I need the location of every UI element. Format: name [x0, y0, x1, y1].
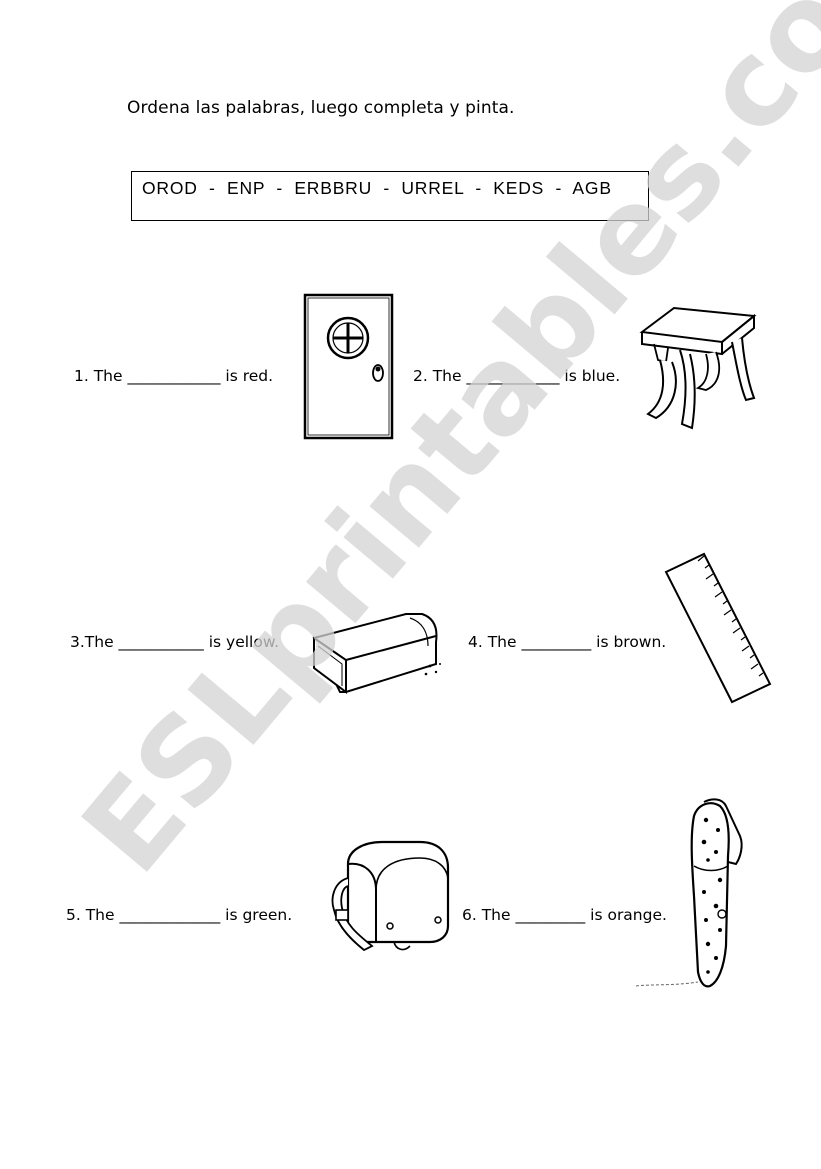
sentence-1: 1. The ____________ is red.	[74, 367, 274, 385]
desk-icon	[639, 306, 757, 430]
sentence-5: 5. The _____________ is green.	[66, 906, 293, 924]
sentence-6: 6. The _________ is orange.	[462, 906, 667, 924]
scrambled-words-box: OROD - ENP - ERBBRU - URREL - KEDS - AGB	[131, 171, 649, 221]
sentence-2: 2. The ____________ is blue.	[413, 367, 621, 385]
pen-icon	[635, 798, 743, 988]
watermark-text: ESLprintables.com	[56, 0, 821, 898]
instruction-text: Ordena las palabras, luego completa y pi…	[127, 98, 515, 118]
scrambled-words: OROD - ENP - ERBBRU - URREL - KEDS - AGB	[142, 178, 612, 198]
sentence-3: 3.The ___________ is yellow.	[70, 633, 280, 651]
eraser-icon	[312, 613, 441, 694]
schoolbag-icon	[331, 840, 450, 952]
sentence-4: 4. The _________ is brown.	[468, 633, 667, 651]
door-icon	[303, 293, 394, 440]
ruler-icon	[664, 552, 772, 704]
